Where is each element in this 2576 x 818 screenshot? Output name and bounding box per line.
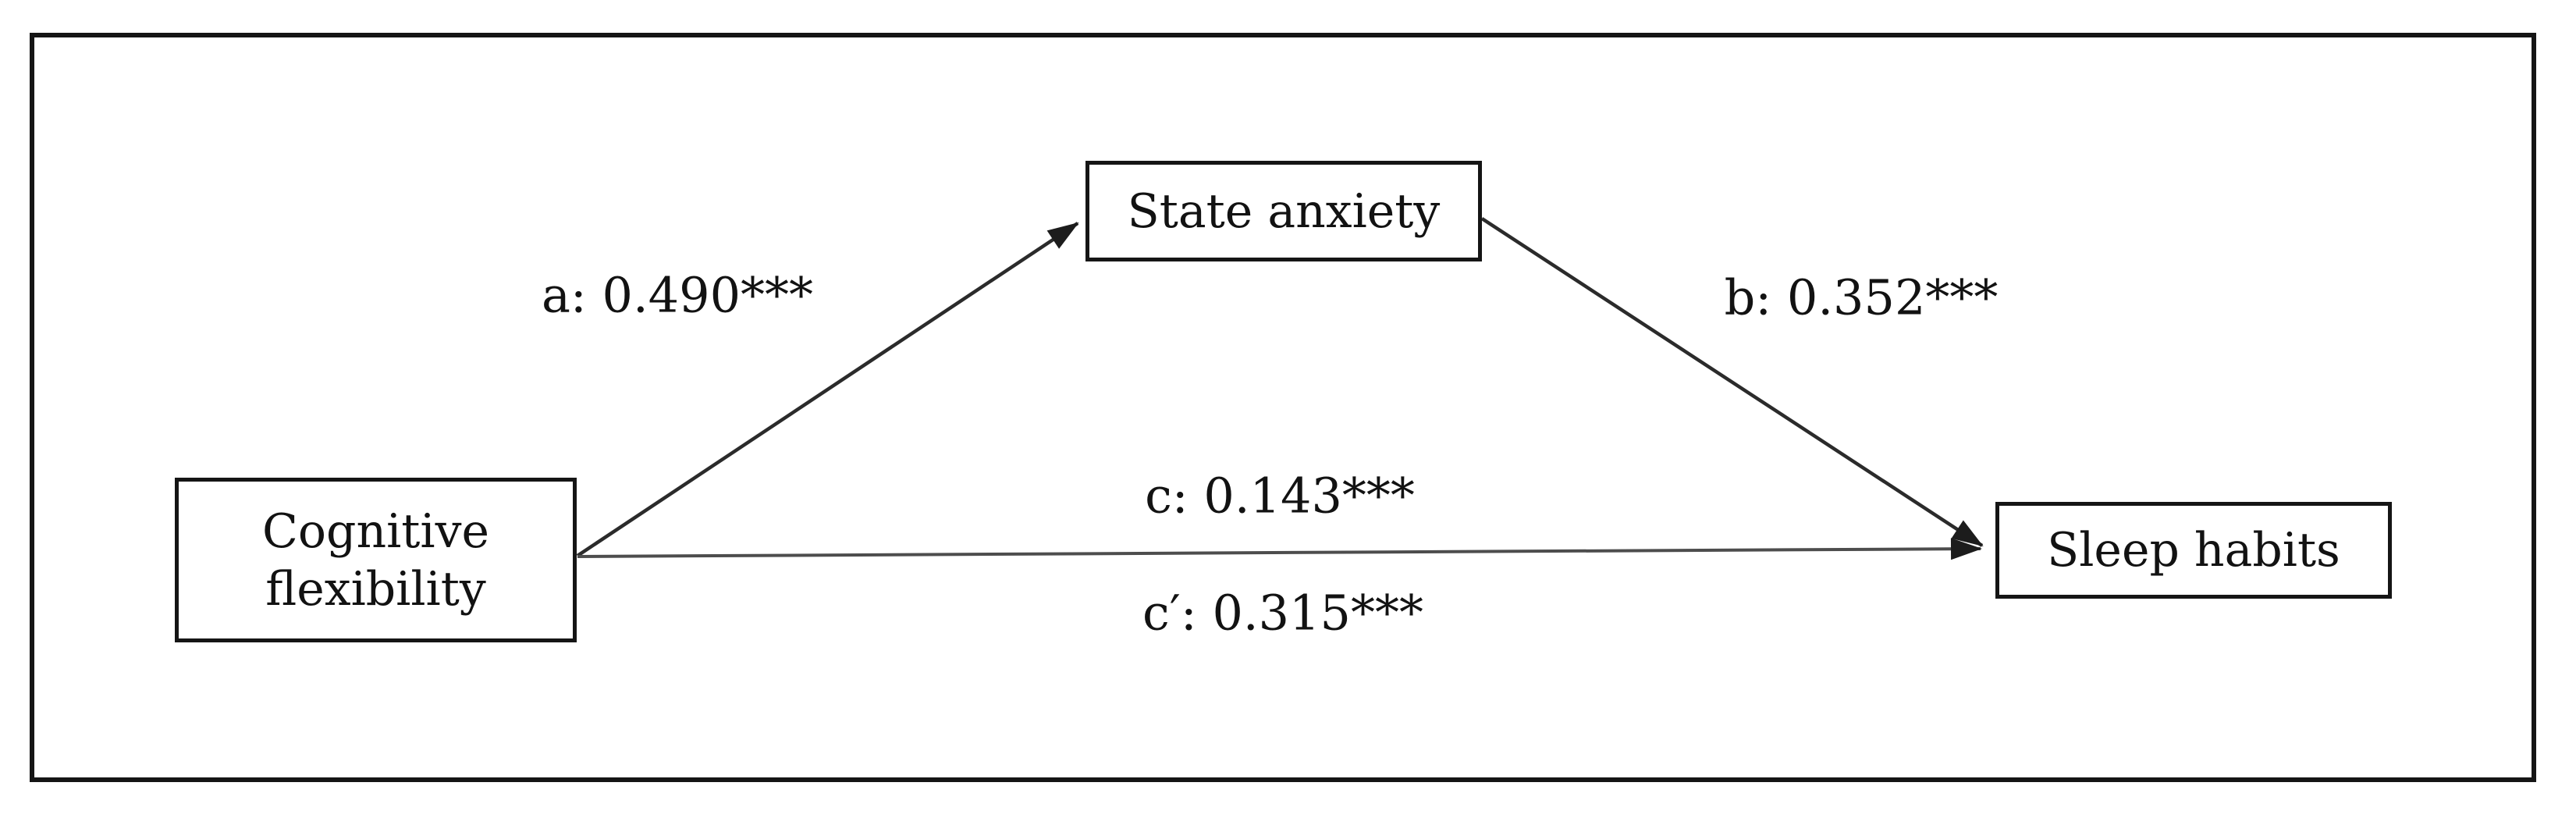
figure-border	[30, 33, 2536, 782]
node-state-anxiety-label: State anxiety	[1127, 183, 1441, 239]
node-cognitive-flexibility: Cognitive flexibility	[175, 478, 577, 642]
node-sleep-habits: Sleep habits	[1995, 502, 2392, 599]
path-b-coefficient-label: b: 0.352***	[1724, 269, 1999, 326]
path-a-arrow	[576, 222, 1079, 557]
path-b-arrow	[1480, 217, 1984, 547]
path-c-arrow	[577, 538, 1982, 560]
path-a-coefficient-label: a: 0.490***	[541, 266, 814, 324]
path-c-coefficient-label: c: 0.143***	[1145, 467, 1415, 525]
path-c-prime-coefficient-label: c′: 0.315***	[1142, 584, 1423, 642]
node-sleep-habits-label: Sleep habits	[2047, 523, 2340, 578]
node-state-anxiety: State anxiety	[1085, 161, 1482, 261]
node-cognitive-flexibility-label: Cognitive flexibility	[262, 503, 489, 617]
